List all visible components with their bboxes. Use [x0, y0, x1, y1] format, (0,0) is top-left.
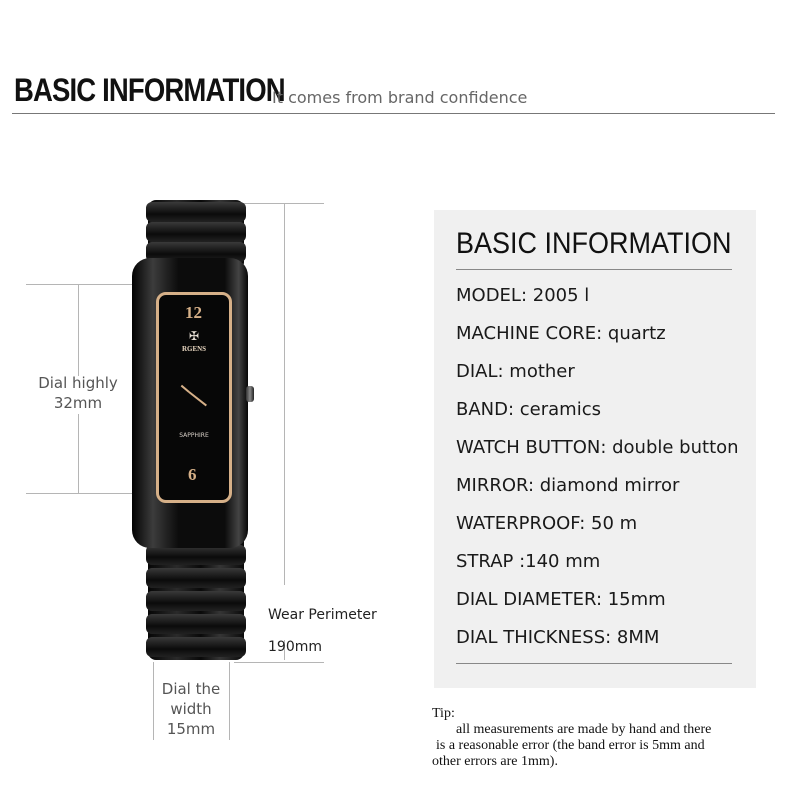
dial-top-guide-line	[26, 284, 158, 285]
spec-dial-thickness: DIAL THICKNESS: 8MM	[456, 627, 660, 648]
wear-perimeter-line-top	[284, 203, 285, 585]
page-header: BASIC INFORMATION	[14, 72, 329, 109]
dial-width-label-line1: Dial the	[161, 680, 221, 698]
card-title: BASIC INFORMATION	[456, 227, 732, 260]
wear-perimeter-label: Wear Perimeter 190mm	[268, 599, 377, 663]
tip-line-1: all measurements are made by hand and th…	[456, 722, 712, 737]
card-bottom-divider	[456, 663, 732, 664]
watch-image: 12 ✠ RGENS SAPPHIRE 6	[120, 200, 260, 670]
dial-height-label-text: Dial highly	[38, 374, 118, 392]
band-link	[146, 242, 246, 262]
band-link	[146, 591, 246, 611]
minute-hand	[180, 384, 190, 393]
dial-height-arrow-bottom	[78, 414, 79, 493]
dial-width-left-line	[153, 662, 154, 740]
band-link	[146, 545, 246, 565]
bottom-guide-line	[234, 662, 324, 663]
page-title: BASIC INFORMATION	[14, 72, 286, 108]
dial-width-label-line2: width	[170, 700, 212, 718]
brand-name: RGENS	[181, 345, 207, 353]
band-link	[146, 614, 246, 634]
tip-line-2: is a reasonable error (the band error is…	[436, 738, 705, 753]
page-subtitle: It comes from brand confidence	[272, 88, 528, 107]
spec-machine-core: MACHINE CORE: quartz	[456, 323, 666, 344]
hour-hand	[188, 391, 207, 407]
spec-model: MODEL: 2005 l	[456, 285, 590, 306]
spec-waterproof: WATERPROOF: 50 m	[456, 513, 638, 534]
spec-dial-diameter: DIAL DIAMETER: 15mm	[456, 589, 666, 610]
spec-mirror: MIRROR: diamond mirror	[456, 475, 680, 496]
wear-perimeter-value: 190mm	[268, 639, 322, 655]
band-link	[146, 637, 246, 657]
dial-bottom-guide-line	[26, 493, 158, 494]
band-link	[146, 222, 246, 242]
watch-crown	[246, 386, 254, 402]
spec-dial: DIAL: mother	[456, 361, 575, 382]
dial-width-label: Dial the width 15mm	[150, 679, 232, 739]
card-title-divider	[456, 269, 732, 270]
dial-height-label: Dial highly 32mm	[30, 373, 126, 413]
brand-logo-icon: ✠	[189, 329, 200, 343]
band-link	[146, 202, 246, 222]
watch-dial: 12 ✠ RGENS SAPPHIRE 6	[156, 292, 232, 503]
dial-height-arrow-top	[78, 284, 79, 376]
spec-band: BAND: ceramics	[456, 399, 601, 420]
band-link	[146, 568, 246, 588]
tip-heading: Tip:	[432, 706, 455, 721]
dial-width-value: 15mm	[166, 720, 216, 738]
header-divider	[12, 113, 775, 114]
measurement-tip: Tip: all measurements are made by hand a…	[432, 706, 782, 770]
wear-perimeter-line-bottom	[284, 640, 285, 660]
spec-watch-button: WATCH BUTTON: double button	[456, 437, 739, 458]
top-guide-line	[234, 203, 324, 204]
spec-strap: STRAP :140 mm	[456, 551, 601, 572]
sapphire-text: SAPPHIRE	[179, 432, 209, 439]
tip-line-3: other errors are 1mm).	[432, 754, 558, 769]
numeral-6: 6	[188, 465, 197, 484]
wear-perimeter-label-text: Wear Perimeter	[268, 607, 377, 623]
dial-width-right-line	[229, 662, 230, 740]
basic-info-card: BASIC INFORMATION MODEL: 2005 l MACHINE …	[434, 210, 756, 688]
dial-height-value: 32mm	[53, 394, 103, 412]
numeral-12: 12	[185, 303, 202, 322]
